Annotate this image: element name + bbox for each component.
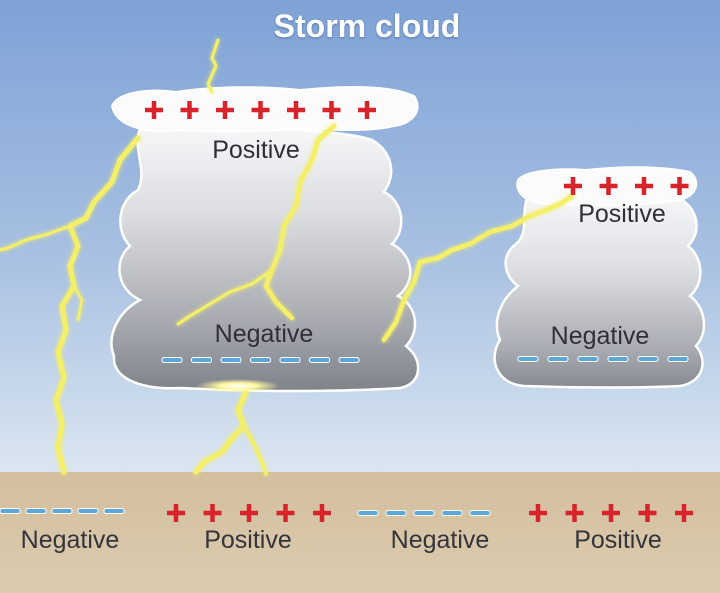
positive-charge-sign [599, 177, 618, 195]
negative-charge-sign [250, 357, 271, 363]
negative-charge-sign [161, 357, 183, 363]
positive-charge-sign [675, 504, 693, 522]
small-cloud-body [493, 190, 706, 389]
ground-label-4: Positive [574, 526, 662, 554]
lightning-bolt-cloud-to-cloud [381, 193, 575, 343]
positive-charge-sign [565, 504, 584, 522]
negative-charge-sign [385, 510, 407, 516]
positive-charge-sign [287, 101, 305, 119]
negative-charge-sign [103, 508, 125, 514]
positive-charge-sign [602, 504, 620, 522]
positive-charge-sign [322, 101, 341, 119]
positive-charge-sign [529, 504, 547, 522]
negative-charge-sign [0, 508, 21, 514]
lightning-bolt-top-spark [206, 38, 220, 94]
positive-charge-sign [638, 504, 657, 522]
negative-charge-sign [25, 508, 47, 514]
ground-label-2: Positive [204, 526, 292, 554]
negative-charge-sign [413, 510, 435, 516]
positive-charge-sign [145, 101, 163, 119]
negative-charge-sign [577, 356, 599, 362]
positive-charge-sign [313, 504, 331, 522]
charge-flash [196, 379, 280, 393]
positive-charge-sign [240, 504, 258, 522]
main-cloud-positive-label: Positive [212, 136, 300, 164]
positive-charge-sign [251, 101, 270, 119]
positive-charge-sign [276, 504, 295, 522]
negative-charge-sign [338, 357, 360, 363]
lightning-branch-left [0, 224, 72, 252]
lightning-bolts [0, 38, 575, 476]
positive-charge-sign [216, 101, 234, 119]
negative-charge-sign [517, 356, 539, 362]
positive-charge-sign [167, 504, 185, 522]
negative-charge-sign [441, 510, 463, 516]
positive-charge-sign [635, 177, 653, 195]
positive-charge-sign [670, 177, 689, 195]
small-cloud-positive-label: Positive [578, 200, 666, 228]
small-cloud-negative-label: Negative [550, 322, 650, 350]
diagram-title: Storm cloud [273, 8, 461, 44]
negative-charge-sign [309, 357, 330, 363]
negative-charge-sign [220, 357, 242, 363]
negative-charge-sign [607, 356, 629, 362]
positive-charge-sign [180, 101, 199, 119]
negative-charge-sign [667, 356, 689, 362]
negative-charge-sign [547, 356, 569, 362]
negative-charge-sign [51, 508, 73, 514]
negative-charge-sign [191, 357, 212, 363]
main-cloud-negative-label: Negative [214, 320, 314, 348]
ground-label-1: Negative [20, 526, 120, 554]
main-cloud-body [110, 125, 420, 393]
ground-strip [0, 472, 720, 593]
ground-label-3: Negative [390, 526, 490, 554]
positive-charge-sign [203, 504, 222, 522]
lightning-bolt-intracloud [263, 123, 337, 321]
negative-charge-sign [637, 356, 659, 362]
lightning-branch-intracloud [176, 268, 274, 326]
lightning-branch-base [242, 424, 268, 476]
lightning-bolt-base-ground [193, 389, 249, 475]
charge-signs [0, 101, 693, 522]
positive-charge-sign [564, 177, 582, 195]
lightning-branch-left-2 [72, 284, 84, 322]
negative-charge-sign [357, 510, 379, 516]
negative-charge-sign [279, 357, 301, 363]
small-storm-cloud [493, 166, 706, 389]
negative-charge-sign [469, 510, 491, 516]
negative-charge-sign [77, 508, 99, 514]
positive-charge-sign [358, 101, 376, 119]
